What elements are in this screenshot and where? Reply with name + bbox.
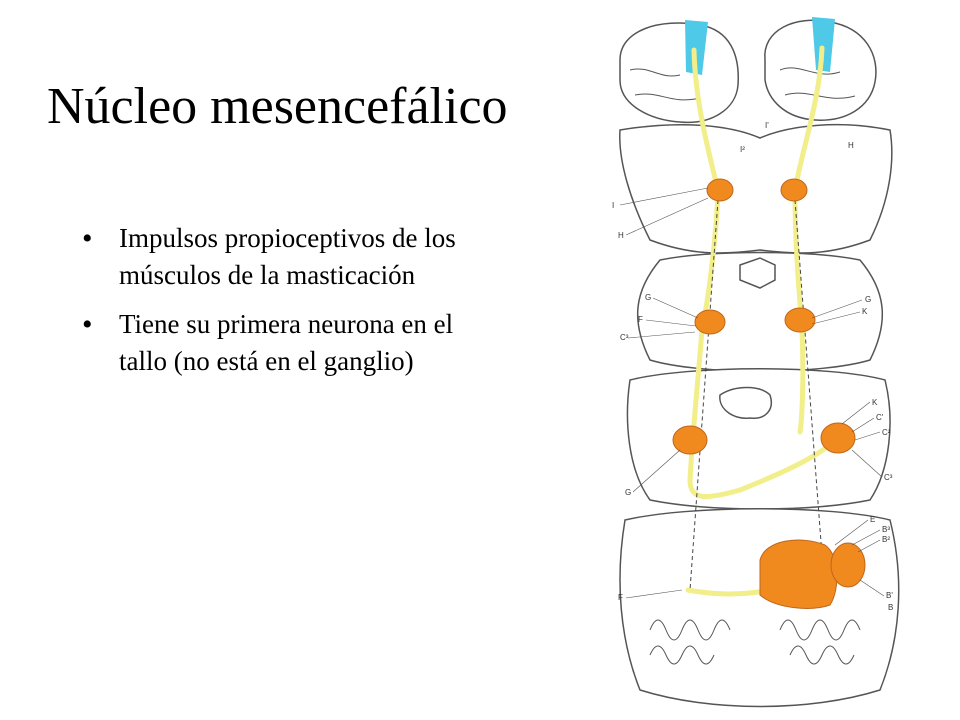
label-k2: K <box>872 398 878 407</box>
cerebellar-folia <box>649 619 861 665</box>
label-c3-left: C³ <box>620 333 629 342</box>
figure-labels: I² I' H I H G F C³ G K K C' C² G C³ E B³… <box>612 121 893 612</box>
label-h-left: H <box>618 231 624 240</box>
midbrain-section <box>619 123 900 708</box>
nuclei <box>672 178 866 609</box>
label-f-left: F <box>638 315 643 324</box>
motor-cortex-highlight <box>685 17 835 75</box>
brainstem-diagram: I² I' H I H G F C³ G K K C' C² G C³ E B³… <box>590 0 930 720</box>
label-h-top: H <box>848 141 854 150</box>
label-f-low: F <box>618 593 623 602</box>
label-i1: I' <box>765 121 769 130</box>
label-c2: C² <box>882 428 891 437</box>
label-i-left: I <box>612 201 614 210</box>
leader-lines <box>619 187 885 599</box>
label-c3-right: C³ <box>884 473 893 482</box>
label-e: E <box>870 515 875 524</box>
bullet-item: Impulsos propioceptivos de los músculos … <box>82 220 462 294</box>
label-g-low: G <box>625 488 631 497</box>
label-b2: B² <box>882 535 890 544</box>
cerebral-hemispheres <box>619 19 877 124</box>
label-i2: I² <box>740 145 745 154</box>
label-b: B <box>888 603 893 612</box>
label-g-right: G <box>865 295 871 304</box>
bullet-item: Tiene su primera neurona en el tallo (no… <box>82 306 462 380</box>
label-g-left: G <box>645 293 651 302</box>
slide-title: Núcleo mesencefálico <box>47 78 508 135</box>
dashed-tracts <box>689 199 823 591</box>
label-k-right: K <box>862 307 868 316</box>
bullet-list: Impulsos propioceptivos de los músculos … <box>82 220 462 392</box>
label-b3: B³ <box>882 525 890 534</box>
label-b1: B' <box>886 591 893 600</box>
label-c1: C' <box>876 413 884 422</box>
